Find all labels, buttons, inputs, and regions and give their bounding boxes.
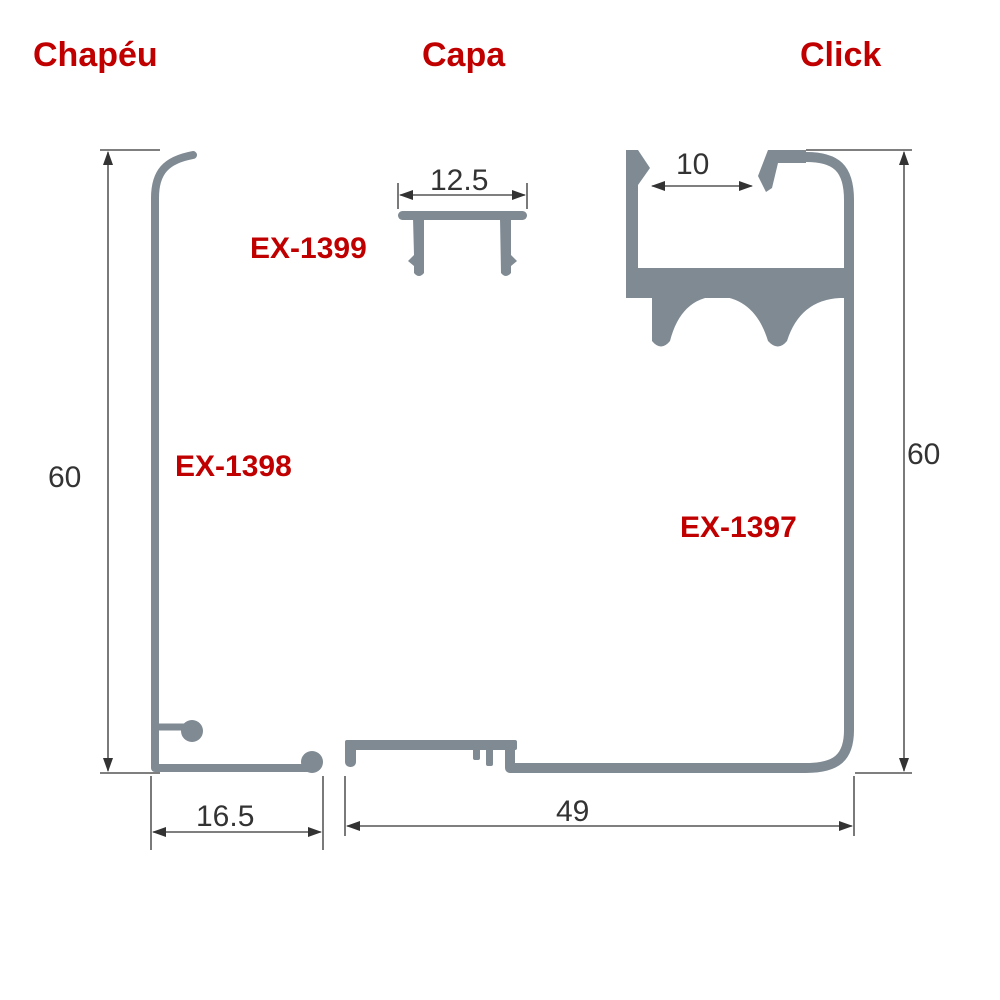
chapeu-end-bead [301,751,323,773]
click-slot-label: 10 [676,148,709,181]
chapeu-hook-bead [181,720,203,742]
click-bottom-tongue [345,740,517,767]
capa-width-label: 12.5 [430,164,488,197]
chapeu-height-dimension [100,149,160,774]
click-profile [626,150,854,347]
header-click: Click [800,36,881,74]
click-outer-wall [505,152,854,773]
header-capa: Capa [422,36,506,74]
click-width-label: 49 [556,795,589,828]
chapeu-code: EX-1398 [175,450,292,483]
chapeu-width-dimension [150,776,324,850]
capa-width-dimension [397,183,528,209]
click-height-label: 60 [907,438,940,471]
capa-code: EX-1399 [250,232,367,265]
header-chapeu: Chapéu [33,36,158,74]
chapeu-height-label: 60 [48,461,81,494]
chapeu-width-label: 16.5 [196,800,254,833]
capa-profile [398,211,527,276]
click-height-dimension [806,149,912,774]
click-width-dimension [344,776,855,836]
click-code: EX-1397 [680,511,797,544]
